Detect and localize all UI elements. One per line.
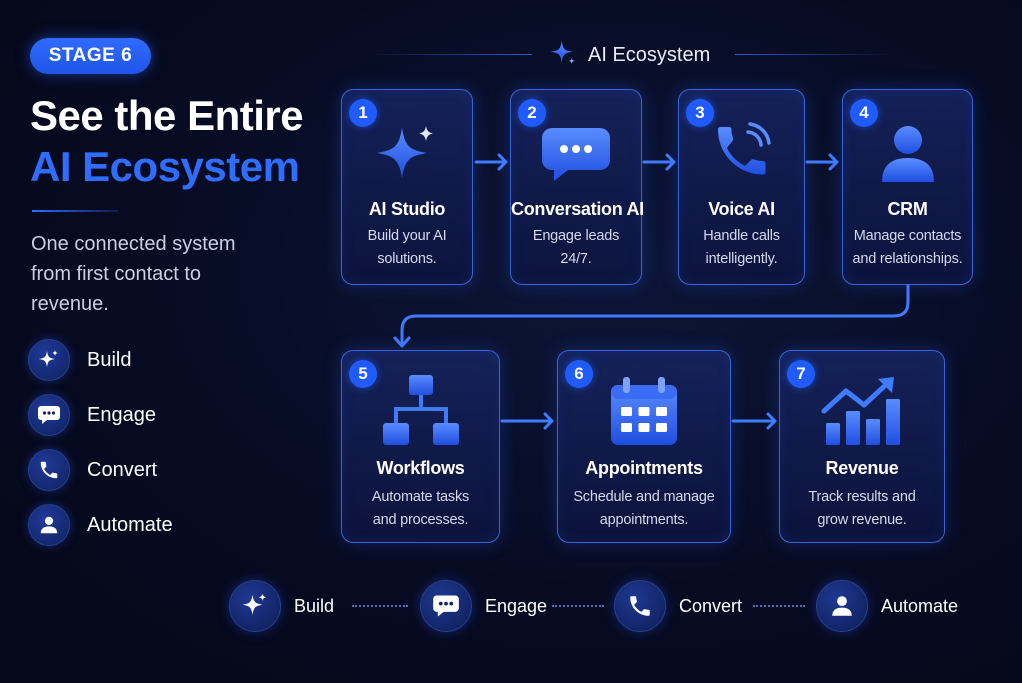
step-card-appointments: 6 Appointments Schedule and manage appoi…	[557, 350, 731, 543]
side-item-convert: Convert	[28, 448, 157, 492]
side-item-label: Engage	[87, 403, 156, 426]
step-description: Engage leads 24/7.	[532, 228, 620, 267]
step-number: 3	[686, 99, 714, 127]
user-icon	[843, 122, 972, 184]
sparkle-icon	[229, 580, 281, 632]
bottom-item-label: Build	[294, 595, 335, 616]
calendar-icon	[558, 375, 730, 449]
bottom-item-label: Engage	[485, 595, 548, 616]
flow-arrow-5-6	[500, 412, 554, 430]
step-description: Handle calls intelligently.	[703, 228, 780, 267]
user-icon	[816, 580, 868, 632]
flow-arrow-3-4	[805, 153, 839, 171]
step-description: Schedule and manage appointments.	[573, 489, 715, 528]
ecosystem-header: AI Ecosystem	[548, 40, 710, 70]
user-icon	[28, 504, 70, 546]
dotted-connector	[753, 605, 805, 607]
step-title: Workflows	[376, 458, 465, 478]
page-title-line1: See the Entire	[30, 92, 304, 139]
step-number: 2	[518, 99, 546, 127]
phone-icon	[679, 120, 804, 184]
chat-bubble-icon	[420, 580, 472, 632]
side-item-automate: Automate	[28, 503, 173, 547]
flow-arrow-2-3	[642, 153, 676, 171]
step-card-conversation-ai: 2 Conversation AI Engage leads 24/7.	[510, 89, 644, 285]
dotted-connector	[352, 605, 408, 607]
step-title: CRM	[887, 199, 928, 219]
sparkle-icon	[548, 38, 578, 73]
phone-icon	[614, 580, 666, 632]
side-item-label: Convert	[87, 458, 158, 481]
chat-bubble-icon	[28, 394, 70, 436]
sparkle-icon	[342, 120, 472, 184]
step-description: Automate tasks and processes.	[371, 489, 470, 528]
step-number: 4	[850, 99, 878, 127]
step-description: Build your AI solutions.	[367, 228, 447, 267]
step-description: Manage contacts and relationships.	[852, 228, 963, 267]
bottom-item-label: Automate	[881, 595, 959, 616]
header-divider-right	[735, 54, 895, 55]
sparkle-icon	[28, 339, 70, 381]
side-item-build: Build	[28, 338, 131, 382]
bottom-item-build: Build	[229, 580, 334, 632]
step-title: Appointments	[585, 458, 703, 478]
workflow-icon	[342, 373, 499, 449]
flow-arrow-6-7	[731, 412, 777, 430]
side-item-engage: Engage	[28, 393, 156, 437]
bottom-item-engage: Engage	[420, 580, 547, 632]
step-title: AI Studio	[368, 199, 446, 219]
stage-badge: STAGE 6	[30, 38, 151, 74]
flow-arrow-1-2	[474, 153, 508, 171]
step-card-crm: 4 CRM Manage contacts and relationships.	[842, 89, 973, 285]
page-title-line2: AI Ecosystem	[30, 143, 300, 190]
step-card-revenue: 7 Revenue Track results and grow revenue…	[779, 350, 945, 543]
step-number: 7	[787, 360, 815, 388]
header-divider-left	[367, 54, 532, 55]
step-card-ai-studio: 1 AI Studio Build your AI solutions.	[341, 89, 473, 285]
step-title: Conversation AI	[511, 199, 644, 219]
ecosystem-header-label: AI Ecosystem	[588, 43, 711, 66]
bottom-item-label: Convert	[679, 595, 743, 616]
dotted-connector	[552, 605, 604, 607]
bottom-item-convert: Convert	[614, 580, 742, 632]
step-title: Voice AI	[708, 199, 775, 219]
step-description: Track results and grow revenue.	[808, 489, 916, 528]
bottom-item-automate: Automate	[816, 580, 958, 632]
title-underline	[32, 210, 118, 212]
subtitle: One connected system from first contact …	[31, 233, 236, 315]
chat-bubble-icon	[511, 124, 641, 184]
step-number: 1	[349, 99, 377, 127]
step-number: 5	[349, 360, 377, 388]
step-title: Revenue	[825, 458, 899, 478]
phone-icon	[28, 449, 70, 491]
side-item-label: Automate	[87, 513, 173, 536]
step-card-voice-ai: 3 Voice AI Handle calls intelligently.	[678, 89, 805, 285]
step-number: 6	[565, 360, 593, 388]
step-card-workflows: 5 Workflows Automate tasks and processes…	[341, 350, 500, 543]
flow-connector-4-5	[393, 284, 910, 348]
growth-chart-icon	[780, 373, 944, 449]
side-item-label: Build	[87, 348, 132, 371]
